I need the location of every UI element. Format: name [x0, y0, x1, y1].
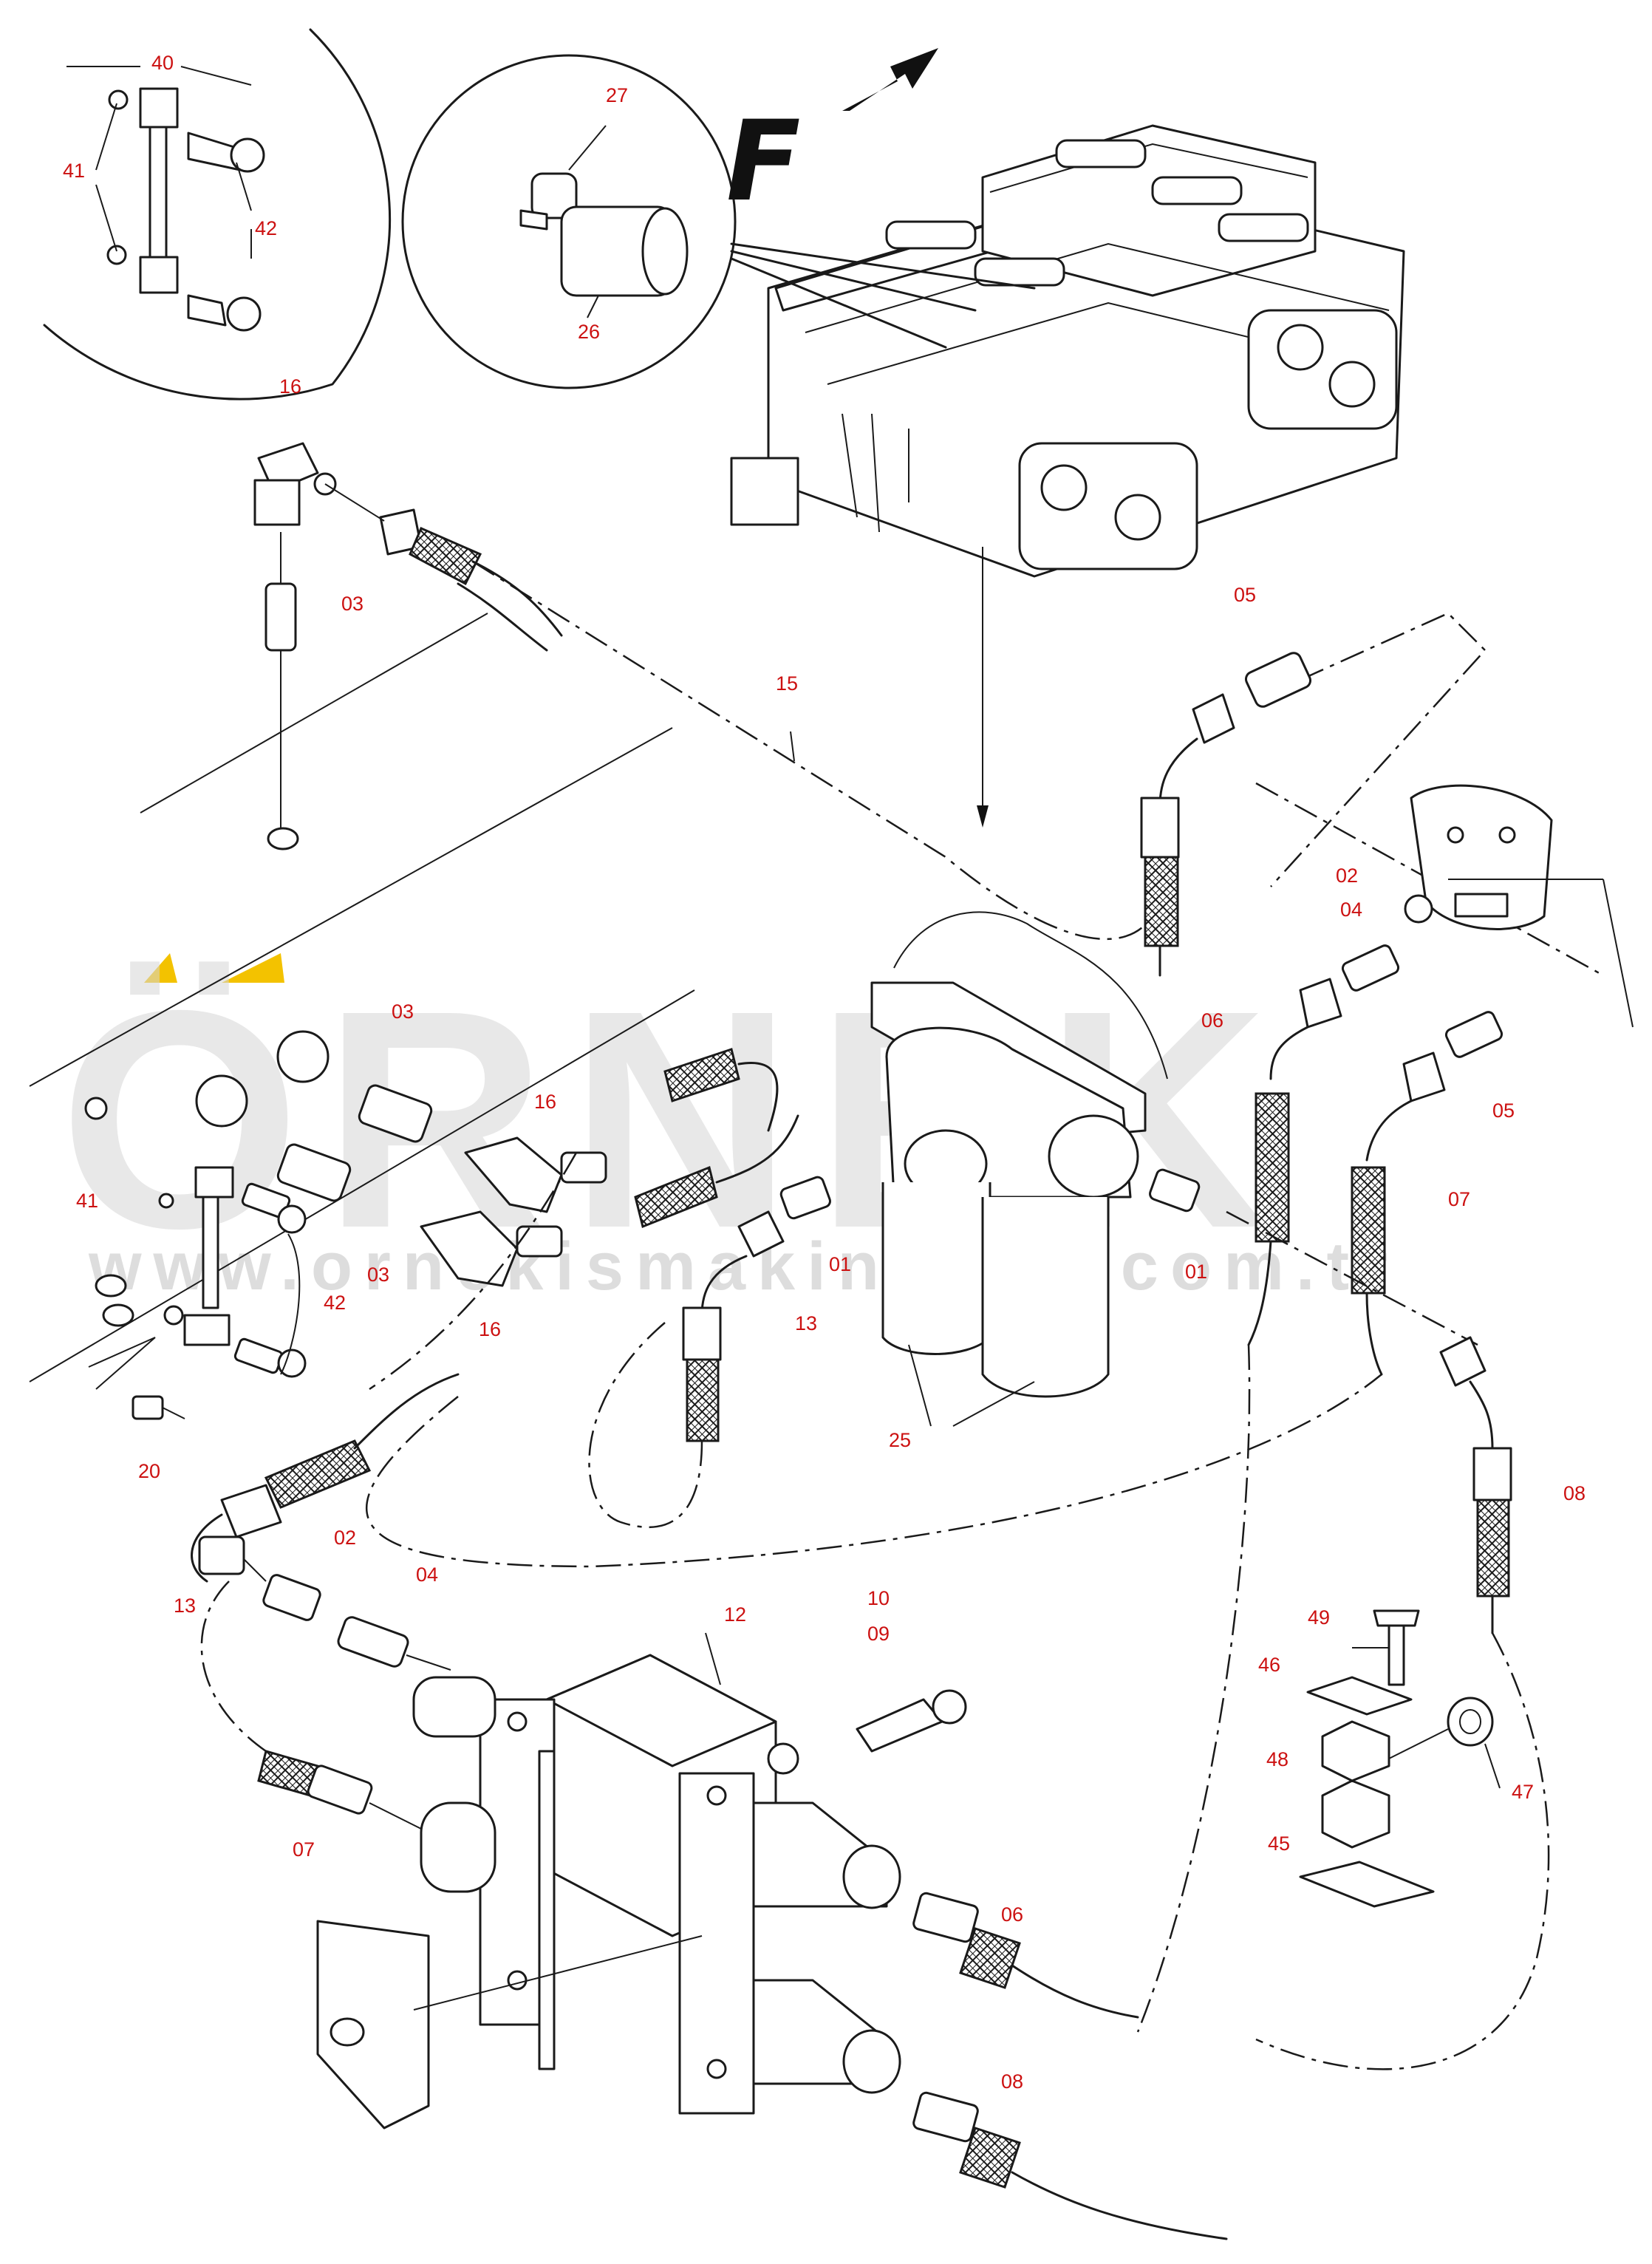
view-direction-indicator: F	[714, 48, 938, 226]
callout-02-right: 02	[1336, 865, 1358, 887]
clamp-kit	[1299, 1609, 1501, 1908]
callout-10: 10	[867, 1587, 890, 1609]
filter-assembly	[870, 911, 1168, 1427]
callout-03-top: 03	[341, 593, 363, 615]
callout-07-low: 07	[293, 1838, 315, 1861]
callout-13-low: 13	[174, 1595, 196, 1617]
fitting-group-bottom-right	[912, 1892, 1228, 2240]
callout-09: 09	[867, 1623, 890, 1645]
callout-41-top: 41	[63, 160, 85, 182]
ref-line-c	[29, 989, 695, 1382]
fitting-group-16-03-top	[253, 442, 563, 850]
fitting-group-right-lower	[1136, 1336, 1550, 2070]
fitting-group-left-lower	[191, 1373, 460, 1841]
callout-04-low: 04	[416, 1564, 438, 1586]
callout-47: 47	[1512, 1781, 1534, 1803]
watermark-url: www.ornekismakinalari.com.tr	[88, 1229, 1399, 1304]
callout-46: 46	[1258, 1654, 1280, 1676]
middle-hoses	[365, 1152, 1478, 1568]
callout-16-top: 16	[279, 375, 301, 398]
callout-49: 49	[1308, 1606, 1330, 1629]
engine-pipes	[885, 139, 1309, 287]
callout-25: 25	[889, 1429, 911, 1451]
callout-01-right: 01	[1185, 1261, 1207, 1283]
callout-15: 15	[776, 672, 798, 695]
callout-08-right: 08	[1563, 1482, 1586, 1504]
callout-08-low: 08	[1001, 2070, 1023, 2093]
callout-05-top: 05	[1234, 584, 1256, 606]
callout-06-low: 06	[1001, 1903, 1023, 1926]
detail-circle-accumulator	[401, 54, 737, 389]
callout-40: 40	[151, 52, 174, 74]
sensor-bar-top	[106, 87, 265, 332]
detail-circle-sensor-bar	[43, 28, 392, 400]
watermark: ÖRNEK www.ornekismakinalari.com.tr	[59, 947, 1399, 1304]
callout-27: 27	[606, 84, 628, 106]
callout-05-right: 05	[1492, 1099, 1515, 1122]
callout-13-mid: 13	[795, 1312, 817, 1334]
callout-41-mid: 41	[76, 1190, 98, 1212]
hose-route-15	[472, 560, 1169, 941]
callout-03-mid: 03	[392, 1000, 414, 1023]
ref-line-b	[29, 727, 673, 1087]
callout-45: 45	[1268, 1832, 1290, 1855]
valve-block-assembly	[316, 1632, 967, 2130]
ref-line-a	[140, 613, 488, 814]
callout-42-mid: 42	[324, 1292, 346, 1314]
view-letter: F	[714, 97, 812, 226]
callout-labels: 40 41 42 27 26 16 03 15 05 02 04 06 05 0…	[63, 52, 1586, 2093]
callout-48: 48	[1266, 1748, 1289, 1770]
callout-07-right: 07	[1448, 1188, 1470, 1210]
callout-16-low: 16	[479, 1318, 501, 1340]
callout-42-top: 42	[255, 217, 277, 239]
watermark-accent-mark	[144, 953, 284, 983]
callout-03-low: 03	[367, 1264, 389, 1286]
callout-20: 20	[138, 1460, 160, 1482]
callout-04-right: 04	[1340, 899, 1362, 921]
view-arrow-icon	[842, 48, 938, 111]
engine-assembly	[730, 124, 1405, 828]
fitting-group-left-middle	[84, 1030, 799, 1420]
callout-26: 26	[578, 321, 600, 343]
fitting-group-right-upper	[1140, 612, 1634, 1376]
callout-02-low: 02	[334, 1527, 356, 1549]
callout-06-right: 06	[1201, 1009, 1223, 1032]
callout-12: 12	[724, 1603, 746, 1626]
callout-01-left: 01	[829, 1253, 851, 1275]
callout-16-mid: 16	[534, 1091, 556, 1113]
